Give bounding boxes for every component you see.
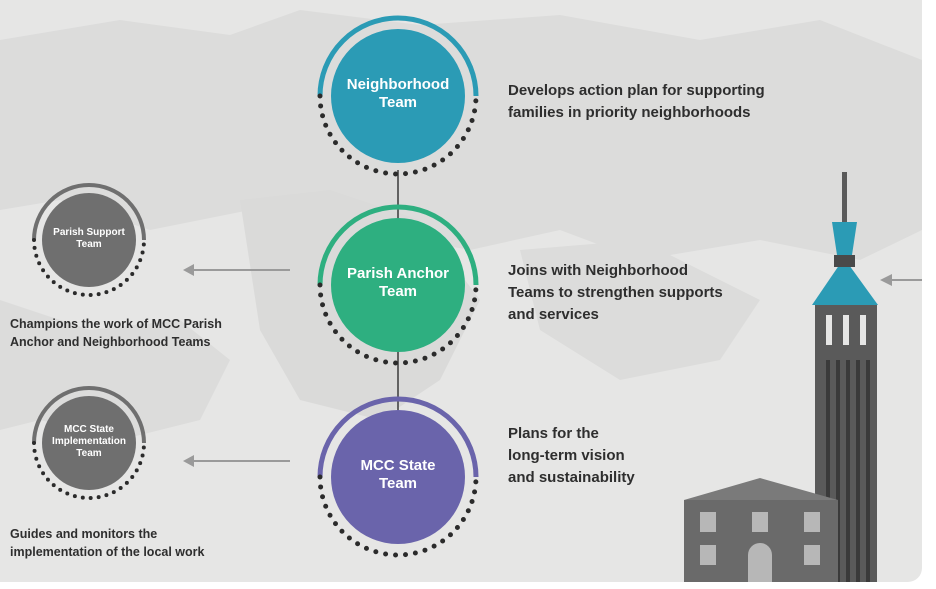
team-name: MCC State Team [360, 457, 436, 492]
team-name: Neighborhood Team [346, 76, 450, 111]
map-background [0, 10, 922, 440]
support-team-name: MCC State Implementation Team [52, 424, 126, 459]
arrow-to-parish-support [183, 264, 290, 276]
map-shape [0, 10, 922, 260]
team-description: Joins with Neighborhood Teams to strengt… [508, 262, 723, 323]
tower-icon [812, 172, 878, 582]
team-description: Develops action plan for supporting fami… [508, 82, 765, 121]
support-team-circle [32, 386, 146, 500]
connectors [183, 170, 922, 467]
buildings-illustration [684, 172, 878, 582]
team-circle [317, 396, 479, 558]
support-team-name: Parish Support Team [53, 227, 125, 250]
arrow-from-right [880, 274, 922, 286]
map-shape [520, 240, 760, 380]
support-team-description: Guides and monitors the implementation o… [10, 527, 205, 559]
map-shape [0, 300, 230, 440]
background-panel: Neighborhood Team Parish Anchor Team MCC… [0, 0, 922, 582]
arrow-to-implementation [183, 455, 290, 467]
support-team-description: Champions the work of MCC Parish Anchor … [10, 317, 222, 349]
support-team-circle [32, 183, 146, 297]
team-name: Parish Anchor Team [347, 265, 449, 300]
team-circle [317, 204, 479, 366]
team-circle [317, 15, 479, 177]
team-description: Plans for the long-term vision and susta… [508, 425, 635, 486]
courthouse-icon [684, 478, 838, 582]
